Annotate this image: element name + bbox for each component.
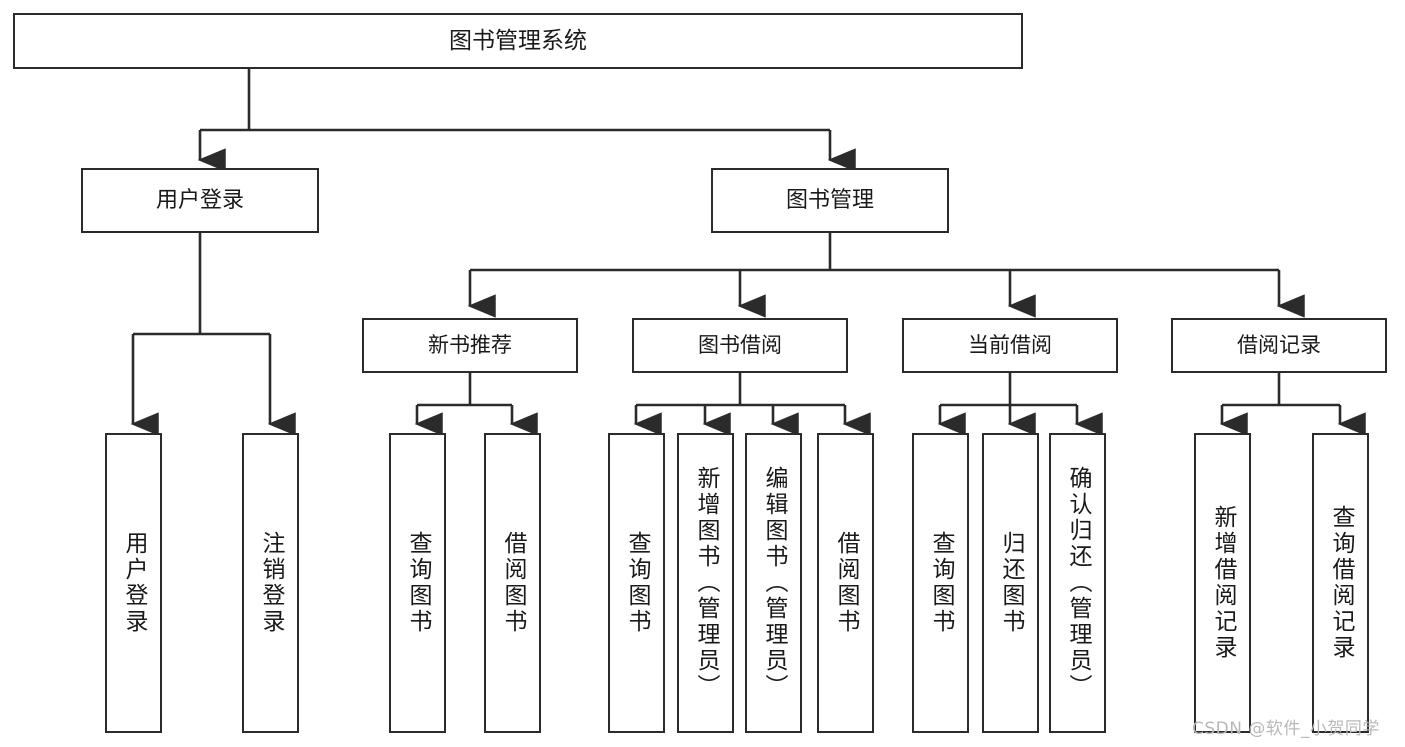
node-user-login-label: 用户登录 (155, 187, 244, 213)
leaf-new-book-query[interactable]: 查询图书 (389, 433, 446, 733)
leaf-user-login-login[interactable]: 用户登录 (105, 433, 162, 733)
leaf-borrow-record-add[interactable]: 新增借阅记录 (1194, 433, 1251, 733)
leaf-current-borrow-confirm[interactable]: 确认归还（管理员） (1049, 433, 1106, 733)
leaf-user-login-login-label: 用户登录 (121, 531, 147, 635)
leaf-book-borrow-borrow[interactable]: 借阅图书 (817, 433, 874, 733)
node-book-borrow-label: 图书借阅 (698, 333, 782, 358)
leaf-new-book-query-label: 查询图书 (405, 531, 431, 635)
leaf-user-login-logout-label: 注销登录 (258, 531, 284, 635)
leaf-borrow-record-query[interactable]: 查询借阅记录 (1312, 433, 1369, 733)
watermark-text: CSDN @软件_小贺同学 (1192, 719, 1380, 739)
node-new-book-recommend-label: 新书推荐 (428, 333, 512, 358)
leaf-book-borrow-add[interactable]: 新增图书（管理员） (677, 433, 734, 733)
leaf-new-book-borrow[interactable]: 借阅图书 (484, 433, 541, 733)
leaf-current-borrow-return-label: 归还图书 (998, 531, 1024, 635)
node-borrow-record-label: 借阅记录 (1237, 333, 1321, 358)
node-current-borrow-label: 当前借阅 (968, 333, 1052, 358)
node-book-manage-label: 图书管理 (785, 187, 874, 213)
node-new-book-recommend[interactable]: 新书推荐 (362, 318, 578, 373)
leaf-user-login-logout[interactable]: 注销登录 (242, 433, 299, 733)
leaf-current-borrow-query-label: 查询图书 (928, 531, 954, 635)
leaf-book-borrow-edit-label: 编辑图书（管理员） (761, 466, 787, 700)
leaf-book-borrow-add-label: 新增图书（管理员） (693, 466, 719, 700)
leaf-book-borrow-query[interactable]: 查询图书 (608, 433, 665, 733)
node-book-borrow[interactable]: 图书借阅 (632, 318, 848, 373)
node-root[interactable]: 图书管理系统 (13, 13, 1023, 69)
leaf-new-book-borrow-label: 借阅图书 (500, 531, 526, 635)
leaf-borrow-record-query-label: 查询借阅记录 (1328, 505, 1354, 661)
leaf-borrow-record-add-label: 新增借阅记录 (1210, 505, 1236, 661)
node-current-borrow[interactable]: 当前借阅 (902, 318, 1118, 373)
leaf-book-borrow-query-label: 查询图书 (624, 531, 650, 635)
leaf-book-borrow-borrow-label: 借阅图书 (833, 531, 859, 635)
node-root-label: 图书管理系统 (449, 27, 587, 54)
node-user-login[interactable]: 用户登录 (81, 168, 319, 233)
leaf-current-borrow-confirm-label: 确认归还（管理员） (1065, 466, 1091, 700)
leaf-current-borrow-return[interactable]: 归还图书 (982, 433, 1039, 733)
node-book-manage[interactable]: 图书管理 (711, 168, 949, 233)
leaf-current-borrow-query[interactable]: 查询图书 (912, 433, 969, 733)
node-borrow-record[interactable]: 借阅记录 (1171, 318, 1387, 373)
leaf-book-borrow-edit[interactable]: 编辑图书（管理员） (745, 433, 802, 733)
